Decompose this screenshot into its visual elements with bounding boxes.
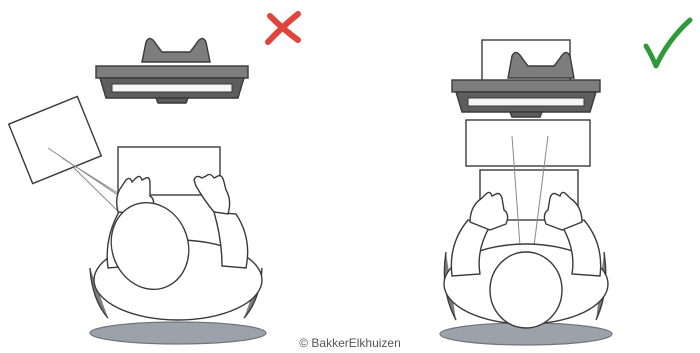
cross-icon (268, 14, 298, 42)
monitor (96, 38, 248, 103)
check-icon (646, 20, 690, 66)
document-sheet (9, 96, 102, 183)
wrong-setup-panel (9, 14, 298, 344)
document-holder (466, 120, 590, 166)
person (90, 174, 262, 320)
copyright-credit: © BakkerElkhuizen (0, 336, 700, 350)
correct-setup-panel (440, 20, 690, 345)
